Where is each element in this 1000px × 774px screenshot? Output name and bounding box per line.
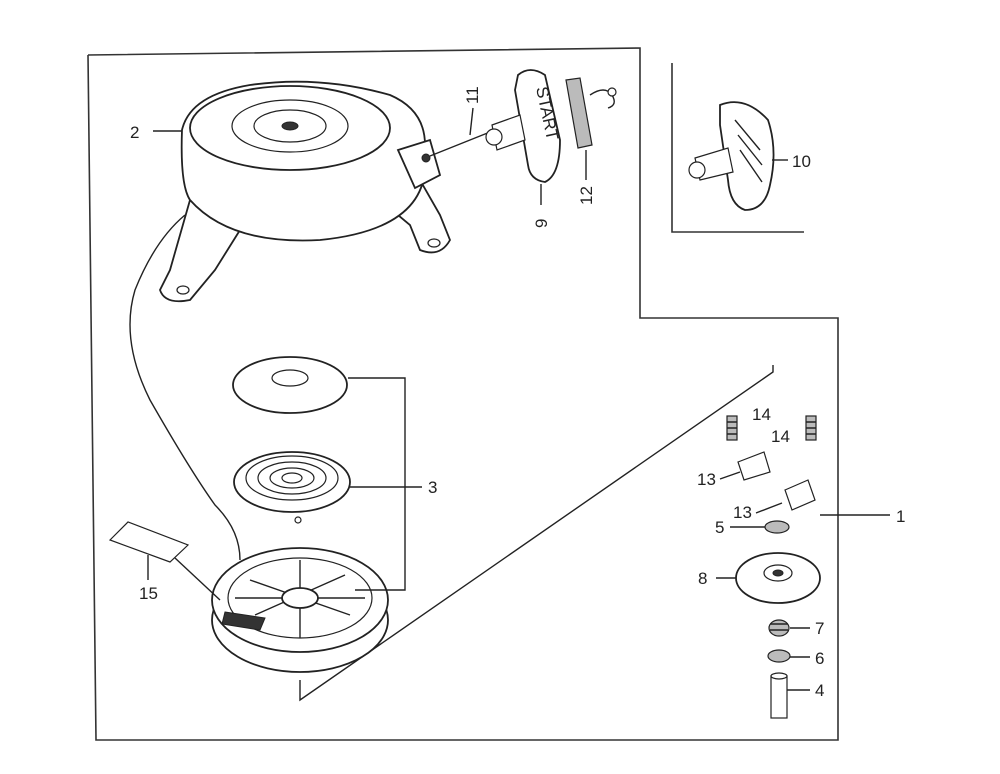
callout-15: 15	[139, 584, 158, 603]
center-shaft	[770, 672, 788, 719]
ratchet-pawl-left	[737, 451, 771, 481]
callout-3: 3	[428, 478, 437, 497]
callout-14a: 14	[752, 405, 771, 424]
rope-insert	[565, 77, 617, 149]
callout-13b: 13	[733, 503, 752, 522]
ratchet-pawl-right	[784, 479, 816, 511]
callout-9: 9	[532, 219, 551, 228]
ratchet-plate	[735, 552, 821, 604]
callout-8: 8	[698, 569, 707, 588]
starter-pulley	[211, 547, 389, 673]
inset-frame	[671, 63, 804, 233]
callout-11: 11	[463, 86, 482, 104]
starter-rope	[429, 129, 496, 157]
callout-14b: 14	[771, 427, 790, 446]
pawl-spring-left	[726, 415, 738, 441]
subassembly-bracket	[299, 365, 774, 702]
spring-cover-plate	[232, 356, 348, 414]
alternate-starter-handle	[688, 101, 775, 211]
callout-2: 2	[130, 123, 139, 142]
recoil-spring	[233, 451, 351, 524]
starter-housing	[159, 80, 451, 303]
callout-6: 6	[815, 649, 824, 668]
label-sticker	[108, 521, 190, 563]
callout-13a: 13	[697, 470, 716, 489]
friction-spring	[768, 619, 790, 637]
callout-5: 5	[715, 518, 724, 537]
callout-7: 7	[815, 619, 824, 638]
starter-rope-loose	[129, 214, 241, 561]
starter-handle: START	[485, 69, 562, 183]
main-frame	[87, 47, 839, 741]
callout-10: 10	[792, 152, 811, 171]
washer-6	[767, 649, 791, 663]
callout-1: 1	[896, 507, 905, 526]
washer-5	[764, 520, 790, 534]
callout-4: 4	[815, 681, 824, 700]
pawl-spring-right	[805, 415, 817, 441]
callout-12: 12	[577, 186, 596, 205]
